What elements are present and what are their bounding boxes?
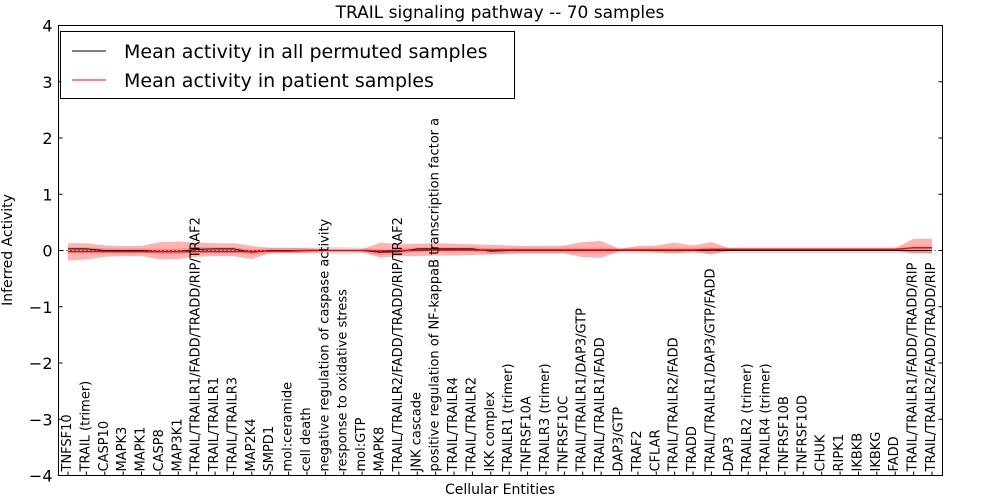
x-tick-label: DAP3 xyxy=(722,437,737,472)
y-axis-label: Inferred Activity xyxy=(0,194,16,306)
x-tick-label: negative regulation of caspase activity xyxy=(317,218,332,471)
chart-title: TRAIL signaling pathway -- 70 samples xyxy=(335,3,665,23)
x-tick-label: cell death xyxy=(299,407,314,471)
y-tick-label: 4 xyxy=(42,17,52,36)
y-tick-label: 0 xyxy=(42,242,52,261)
x-tick-label: IKK complex xyxy=(483,391,498,471)
series-line-0 xyxy=(68,248,932,253)
x-tick-label: mol:GTP xyxy=(354,417,369,471)
x-tick-label: TNFRSF10B xyxy=(777,396,792,472)
y-tick-label: 3 xyxy=(42,73,52,92)
y-tick-label: 2 xyxy=(42,129,52,148)
x-tick-label: TRAIL/TRAILR3 xyxy=(225,377,240,473)
x-tick-label: IKBKB xyxy=(850,433,865,472)
x-tick-label: TRAILR3 (trimer) xyxy=(538,363,553,472)
x-tick-label: TRAIL/TRAILR2/FADD xyxy=(667,337,682,472)
x-tick-label: TRAIL/TRAILR1/DAP3/GTP/FADD xyxy=(703,268,718,472)
x-tick-label: TRAIL/TRAILR1 xyxy=(207,377,222,473)
x-tick-label: CASP10 xyxy=(97,421,112,472)
x-tick-label: response to oxidative stress xyxy=(336,289,351,472)
x-tick-label: TRAILR4 (trimer) xyxy=(759,363,774,472)
x-tick-label: TNFSF10 xyxy=(60,414,75,472)
legend-label-permuted: Mean activity in all permuted samples xyxy=(124,41,487,63)
x-tick-label: MAP2K4 xyxy=(244,418,259,471)
x-tick-label: TNFRSF10C xyxy=(556,396,571,473)
x-tick-label: TRAIL/TRAILR2/FADD/TRADD/RIP xyxy=(924,262,939,472)
x-tick-label: TNFRSF10D xyxy=(795,395,810,472)
y-tick-label: −3 xyxy=(29,410,53,429)
x-tick-label: CFLAR xyxy=(648,429,663,471)
x-tick-label: MAPK8 xyxy=(373,427,388,472)
x-tick-label: TRAIL/TRAILR2/FADD/TRADD/RIP/TRAF2 xyxy=(391,217,406,472)
y-tick-label: −1 xyxy=(29,298,53,317)
x-tick-label: positive regulation of NF-kappaB transcr… xyxy=(428,118,443,472)
y-tick-label: 1 xyxy=(42,185,52,204)
legend-box xyxy=(60,31,515,99)
x-tick-label: TRAIL/TRAILR2 xyxy=(464,377,479,473)
series-line-1 xyxy=(68,246,932,253)
legend: Mean activity in all permuted samples Me… xyxy=(60,31,515,99)
x-tick-label: TRAIL (trimer) xyxy=(78,381,93,473)
x-tick-label: TRAIL/TRAILR1/FADD/TRADD/RIP/TRAF2 xyxy=(189,217,204,472)
x-tick-label: SMPD1 xyxy=(262,426,277,472)
y-tick-label: −4 xyxy=(29,467,53,486)
x-tick-label: TRAIL/TRAILR1/DAP3/GTP xyxy=(575,308,590,473)
x-tick-label: FADD xyxy=(887,436,902,471)
x-tick-label: TRAF2 xyxy=(630,430,645,472)
x-tick-label: CHUK xyxy=(814,434,829,471)
x-tick-label: CASP8 xyxy=(152,429,167,471)
x-tick-label: IKBKG xyxy=(869,432,884,472)
x-tick-label: TRADD xyxy=(685,426,700,472)
x-tick-label: MAPK1 xyxy=(134,427,149,472)
y-tick-label: −2 xyxy=(29,354,53,373)
x-tick-label: TRAIL/TRAILR1/FADD/TRADD/RIP xyxy=(906,262,921,472)
x-tick-label: DAP3/GTP xyxy=(611,407,626,472)
x-tick-label: TRAIL/TRAILR1/FADD xyxy=(593,337,608,472)
x-tick-label: RIPK1 xyxy=(832,434,847,472)
legend-label-patient: Mean activity in patient samples xyxy=(124,70,434,92)
x-tick-label: TNFRSF10A xyxy=(520,396,535,472)
x-axis-label: Cellular Entities xyxy=(445,482,555,498)
x-tick-label: JNK cascade xyxy=(409,392,424,472)
x-tick-label: TRAIL/TRAILR4 xyxy=(446,377,461,473)
x-tick-label: MAP3K1 xyxy=(170,418,185,471)
x-tick-label: TRAILR1 (trimer) xyxy=(501,363,516,472)
axes-frame xyxy=(58,25,943,476)
x-tick-label: TRAILR2 (trimer) xyxy=(740,363,755,472)
x-tick-label: MAPK3 xyxy=(115,427,130,472)
x-tick-label: mol:ceramide xyxy=(281,382,296,472)
